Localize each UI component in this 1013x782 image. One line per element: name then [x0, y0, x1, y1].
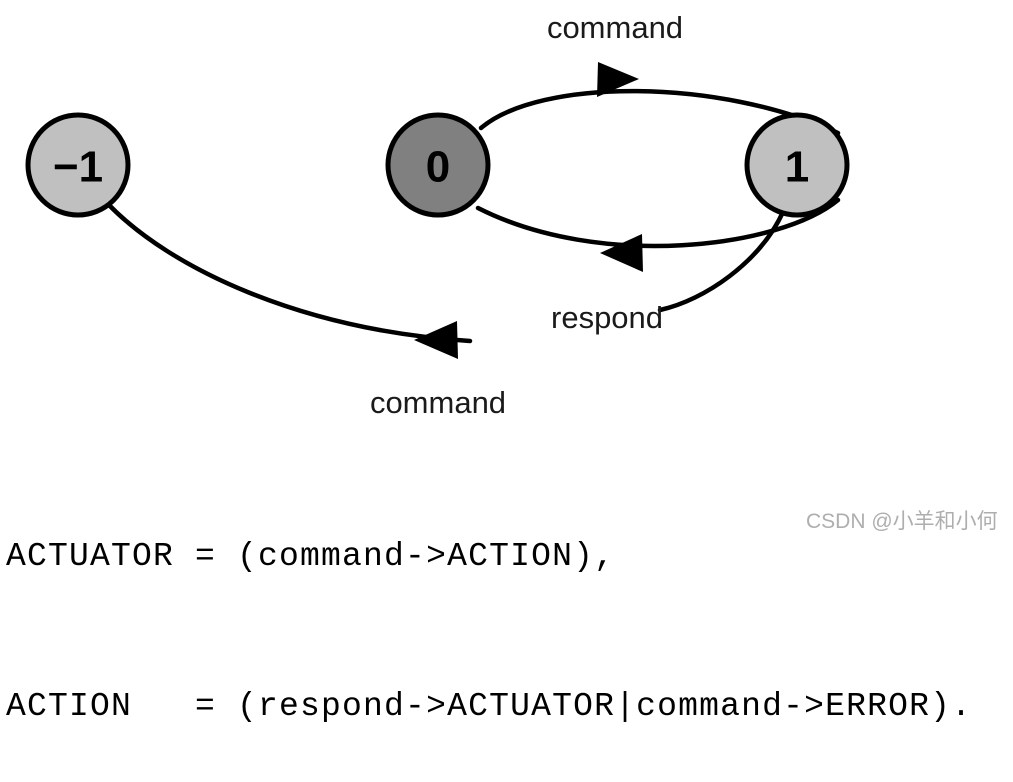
edge-command-one-to-minus-one-path-right [657, 209, 786, 313]
fsp-code-block: ACTUATOR = (command->ACTION), ACTION = (… [6, 432, 1013, 782]
state-node-minus-one[interactable]: −1 [25, 112, 131, 218]
state-node-one-label: 1 [785, 143, 809, 192]
edge-respond-one-to-zero [475, 197, 841, 272]
state-node-minus-one-circle[interactable] [25, 112, 131, 218]
edge-command-one-to-minus-one [105, 201, 786, 359]
code-line-action: ACTION = (respond->ACTUATOR|command->ERR… [6, 688, 973, 725]
arrowhead-right [597, 62, 639, 97]
state-diagram: −1 0 1 command respond command [25, 10, 850, 420]
state-node-zero[interactable]: 0 [385, 112, 491, 218]
edge-label-command-top: command [547, 10, 683, 45]
arrowhead-left [414, 321, 458, 359]
edge-respond-one-to-zero-path [475, 197, 841, 249]
state-diagram-canvas: −1 0 1 command respond command [25, 10, 850, 420]
code-line-actuator: ACTUATOR = (command->ACTION), [6, 538, 616, 575]
edge-label-command-bottom: command [370, 385, 506, 420]
state-node-zero-circle[interactable] [385, 112, 491, 218]
edge-command-one-to-minus-one-path-left [105, 201, 473, 344]
state-node-one[interactable]: 1 [744, 112, 850, 218]
state-node-minus-one-label: −1 [53, 143, 103, 192]
edge-label-respond: respond [551, 300, 663, 335]
state-node-one-circle[interactable] [744, 112, 850, 218]
arrowhead-left [600, 234, 643, 272]
state-node-zero-label: 0 [426, 143, 450, 192]
